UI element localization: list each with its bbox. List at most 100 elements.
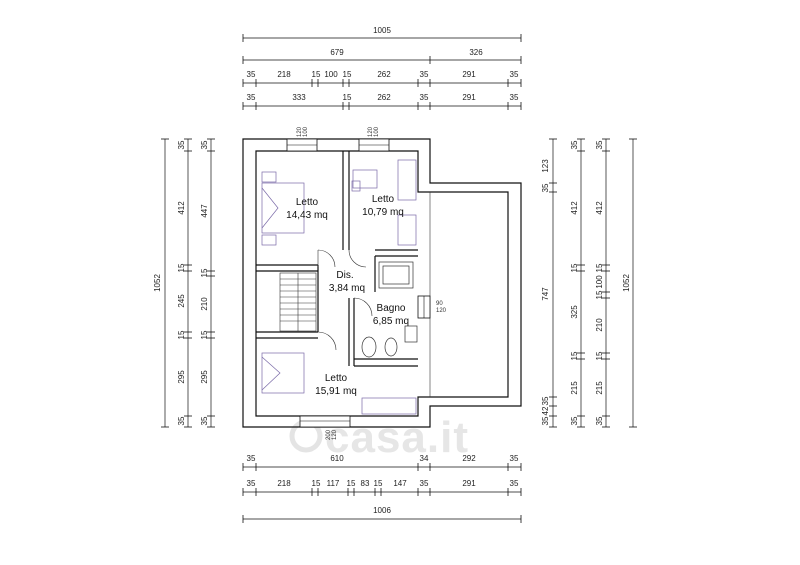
dim-bot-r2-6: 15 bbox=[374, 479, 383, 488]
dim-left-c1-3: 245 bbox=[177, 294, 186, 308]
dim-right-b-6: 35 bbox=[570, 416, 579, 425]
dim-bot-total: 1006 bbox=[373, 506, 391, 515]
dim-right-c-7: 215 bbox=[595, 381, 604, 395]
window-3-h: 120 bbox=[436, 308, 447, 314]
dim-left-total: 1052 bbox=[153, 274, 162, 292]
window-2-w: 120 bbox=[368, 126, 374, 137]
dim-right-a-5: 35 bbox=[541, 416, 550, 425]
top-dimensions: 1005 679 326 35 218 15 100 15 262 35 291… bbox=[242, 26, 522, 110]
dim-right-c-1: 412 bbox=[595, 201, 604, 215]
dim-top-r3-7: 291 bbox=[462, 70, 476, 79]
dim-right-a-2: 747 bbox=[541, 287, 550, 301]
room-4-name: Bagno bbox=[377, 303, 406, 314]
dim-right-c-6: 15 bbox=[595, 351, 604, 360]
dim-bot-r2-3: 117 bbox=[327, 479, 340, 488]
dim-bot-r2-7: 147 bbox=[393, 479, 407, 488]
dim-bot-r2-8: 35 bbox=[420, 479, 429, 488]
doors bbox=[317, 249, 373, 351]
window-2-h: 100 bbox=[374, 126, 380, 137]
dim-left-c2-0: 35 bbox=[200, 140, 209, 149]
dim-left-c1-5: 295 bbox=[177, 370, 186, 384]
dim-left-c2-1: 447 bbox=[200, 204, 209, 218]
dim-right-b-5: 215 bbox=[570, 381, 579, 395]
windows: 120 100 120 100 90 120 200 120 bbox=[286, 126, 447, 440]
dim-right-c-3: 100 bbox=[595, 275, 604, 289]
room-2-name: Letto bbox=[372, 194, 395, 205]
dim-bot-r1-0: 35 bbox=[247, 454, 256, 463]
dim-bot-r1-4: 35 bbox=[510, 454, 519, 463]
room-2-area: 10,79 mq bbox=[362, 207, 404, 218]
dim-top-r3-8: 35 bbox=[510, 70, 519, 79]
room-1-name: Letto bbox=[296, 197, 319, 208]
dim-bot-r1-3: 292 bbox=[462, 454, 476, 463]
dim-top-r3-1: 218 bbox=[277, 70, 291, 79]
dim-right-b-2: 15 bbox=[570, 263, 579, 272]
dim-bot-r1-2: 34 bbox=[420, 454, 429, 463]
dim-right-c-5: 210 bbox=[595, 318, 604, 332]
dim-left-c2-2: 15 bbox=[200, 268, 209, 277]
dim-right-c-4: 15 bbox=[595, 290, 604, 299]
dim-bot-r2-10: 35 bbox=[510, 479, 519, 488]
room-labels: Letto 14,43 mq Letto 10,79 mq Dis. 3,84 … bbox=[286, 194, 409, 397]
dim-bot-r2-9: 291 bbox=[462, 479, 476, 488]
window-4-w: 200 bbox=[326, 429, 332, 440]
dim-top-r2-0: 679 bbox=[330, 48, 344, 57]
dim-top-r4-0: 35 bbox=[247, 93, 256, 102]
walls bbox=[242, 138, 522, 428]
bottom-dimensions: 35 610 34 292 35 35 218 15 117 15 83 15 … bbox=[242, 454, 522, 523]
dim-top-r3-5: 262 bbox=[377, 70, 391, 79]
dim-right-b-4: 15 bbox=[570, 351, 579, 360]
dim-bot-r2-2: 15 bbox=[312, 479, 321, 488]
room-5-name: Letto bbox=[325, 373, 348, 384]
room-3-name: Dis. bbox=[336, 270, 353, 281]
dim-top-r3-2: 15 bbox=[312, 70, 321, 79]
dim-bot-r2-4: 15 bbox=[347, 479, 356, 488]
dim-top-r3-4: 15 bbox=[343, 70, 352, 79]
window-1-w: 120 bbox=[297, 126, 303, 137]
dim-right-c-0: 35 bbox=[595, 140, 604, 149]
dim-top-r4-2: 15 bbox=[343, 93, 352, 102]
dim-right-a-3: 35 bbox=[541, 396, 550, 405]
window-3-w: 90 bbox=[436, 301, 443, 307]
room-3-area: 3,84 mq bbox=[329, 283, 365, 294]
dim-left-c2-5: 295 bbox=[200, 370, 209, 384]
dim-top-total: 1005 bbox=[373, 26, 391, 35]
dim-left-c2-6: 35 bbox=[200, 416, 209, 425]
dim-left-c1-0: 35 bbox=[177, 140, 186, 149]
dim-top-r3-3: 100 bbox=[324, 70, 338, 79]
dim-bot-r2-0: 35 bbox=[247, 479, 256, 488]
dim-left-c2-4: 15 bbox=[200, 330, 209, 339]
dim-top-r3-0: 35 bbox=[247, 70, 256, 79]
dim-top-r4-3: 262 bbox=[377, 93, 391, 102]
room-5-area: 15,91 mq bbox=[315, 386, 357, 397]
dim-right-c-8: 35 bbox=[595, 416, 604, 425]
window-1-h: 100 bbox=[303, 126, 309, 137]
dim-left-c2-3: 210 bbox=[200, 297, 209, 311]
window-4-h: 120 bbox=[332, 429, 338, 440]
dim-top-r4-6: 35 bbox=[510, 93, 519, 102]
right-dimensions: 123 35 747 35 42 35 35 412 15 325 15 215… bbox=[541, 138, 637, 428]
dim-left-c1-1: 412 bbox=[177, 201, 186, 215]
dim-top-r3-6: 35 bbox=[420, 70, 429, 79]
dim-right-a-1: 35 bbox=[541, 183, 550, 192]
dim-right-a-4: 42 bbox=[541, 406, 550, 415]
left-dimensions: 1052 35 412 15 245 15 295 35 35 447 15 2… bbox=[153, 138, 215, 428]
room-4-area: 6,85 mq bbox=[373, 316, 409, 327]
dim-bot-r2-5: 83 bbox=[361, 479, 370, 488]
dim-left-c1-4: 15 bbox=[177, 330, 186, 339]
dim-right-b-3: 325 bbox=[570, 305, 579, 319]
dim-top-r2-1: 326 bbox=[469, 48, 483, 57]
dim-right-c-2: 15 bbox=[595, 263, 604, 272]
dim-bot-r2-1: 218 bbox=[277, 479, 291, 488]
dim-left-c1-6: 35 bbox=[177, 416, 186, 425]
room-1-area: 14,43 mq bbox=[286, 210, 328, 221]
stairs bbox=[279, 272, 317, 332]
dim-bot-r1-1: 610 bbox=[330, 454, 344, 463]
furniture bbox=[261, 159, 418, 415]
dim-right-total: 1052 bbox=[622, 274, 631, 292]
dim-left-c1-2: 15 bbox=[177, 263, 186, 272]
dim-right-a-0: 123 bbox=[541, 159, 550, 173]
dim-right-b-0: 35 bbox=[570, 140, 579, 149]
dim-top-r4-5: 291 bbox=[462, 93, 476, 102]
